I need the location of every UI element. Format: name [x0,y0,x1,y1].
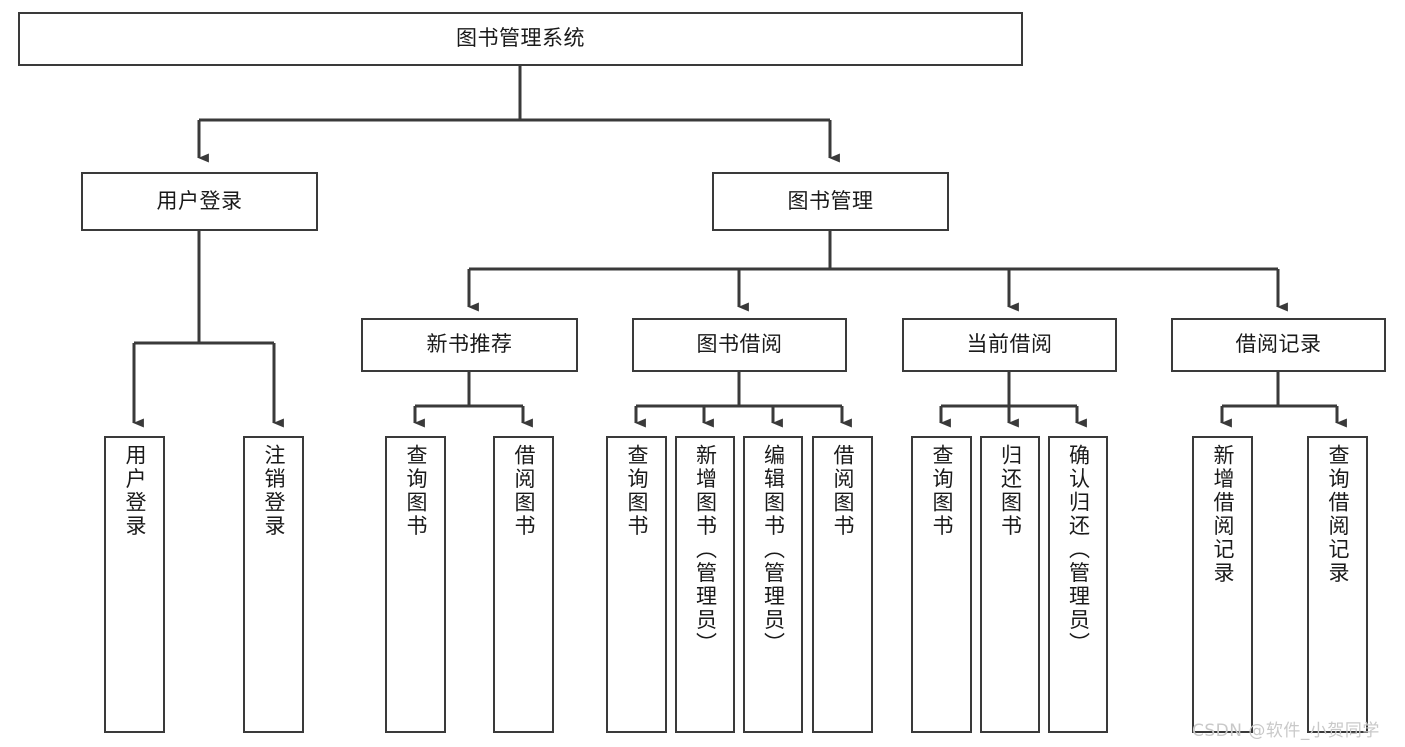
node-label: 查询借阅记录 [1326,444,1350,585]
node-label: 借阅图书 [831,444,855,538]
node-label: 图书借阅 [696,332,783,357]
leaf-query-borrow-record[interactable]: 查询借阅记录 [1307,436,1368,733]
node-label: 新增图书（管理员） [693,444,718,656]
leaf-query-book-current[interactable]: 查询图书 [911,436,972,733]
node-label: 新增借阅记录 [1211,444,1235,585]
leaf-edit-book-admin[interactable]: 编辑图书（管理员） [743,436,803,733]
node-label: 查询图书 [625,444,649,538]
leaf-query-book-borrow[interactable]: 查询图书 [606,436,667,733]
node-label: 新书推荐 [426,332,513,357]
leaf-query-book-recommend[interactable]: 查询图书 [385,436,446,733]
node-label: 借阅记录 [1235,332,1322,357]
node-label: 图书管理 [787,188,874,213]
leaf-confirm-return-admin[interactable]: 确认归还（管理员） [1048,436,1108,733]
leaf-borrow-book-recommend[interactable]: 借阅图书 [493,436,554,733]
leaf-return-book[interactable]: 归还图书 [980,436,1040,733]
node-label: 确认归还（管理员） [1066,444,1091,656]
node-label: 当前借阅 [966,332,1053,357]
node-borrow-record[interactable]: 借阅记录 [1171,318,1386,372]
node-current-borrow[interactable]: 当前借阅 [902,318,1117,372]
node-label: 归还图书 [998,444,1023,538]
node-label: 图书管理系统 [456,26,585,51]
leaf-add-book-admin[interactable]: 新增图书（管理员） [675,436,735,733]
node-label: 借阅图书 [512,444,536,538]
node-label: 用户登录 [123,444,147,538]
node-new-book-recommend[interactable]: 新书推荐 [361,318,578,372]
leaf-borrow-book[interactable]: 借阅图书 [812,436,873,733]
node-label: 注销登录 [262,444,286,538]
csdn-watermark: CSDN @软件_小贺同学 [1192,721,1380,741]
node-label: 查询图书 [404,444,428,538]
node-root-system[interactable]: 图书管理系统 [18,12,1023,66]
node-book-management[interactable]: 图书管理 [712,172,949,231]
node-label: 查询图书 [930,444,954,538]
node-label: 编辑图书（管理员） [761,444,786,656]
node-book-borrow[interactable]: 图书借阅 [632,318,847,372]
leaf-logout[interactable]: 注销登录 [243,436,304,733]
node-label: 用户登录 [156,188,243,213]
leaf-add-borrow-record[interactable]: 新增借阅记录 [1192,436,1253,733]
leaf-user-login[interactable]: 用户登录 [104,436,165,733]
node-user-login[interactable]: 用户登录 [81,172,318,231]
